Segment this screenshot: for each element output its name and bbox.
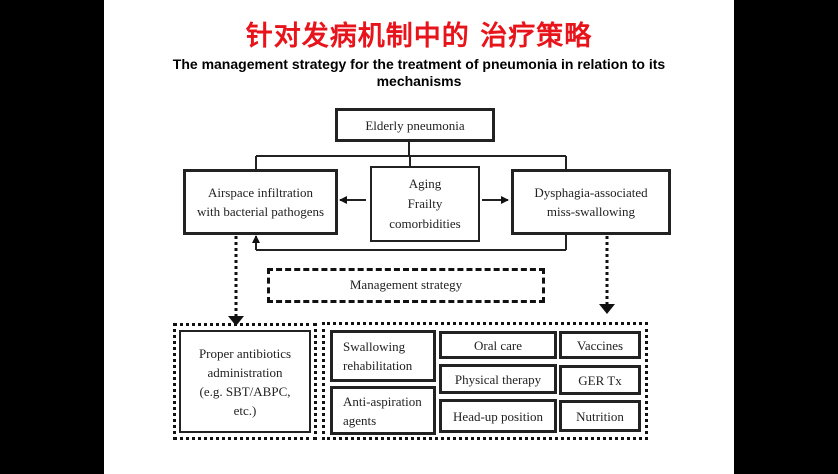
antibiotics-box: Proper antibiotics administration (e.g. … xyxy=(179,330,311,433)
dysphagia-box: Dysphagia-associated miss-swallowing xyxy=(511,169,671,235)
connector-lines xyxy=(228,141,615,326)
aging-frailty-box: Aging Frailty comorbidities xyxy=(370,166,480,242)
slide-subtitle-english: The management strategy for the treatmen… xyxy=(172,56,666,89)
oral-care-box: Oral care xyxy=(439,331,557,359)
elderly-pneumonia-box: Elderly pneumonia xyxy=(335,108,495,142)
airspace-infiltration-box: Airspace infiltration with bacterial pat… xyxy=(183,169,338,235)
ger-tx-box: GER Tx xyxy=(559,365,641,395)
care-group-frame xyxy=(322,322,648,440)
management-strategy-label: Management strategy xyxy=(349,277,463,292)
antibiotics-group-frame xyxy=(173,323,317,440)
swallowing-rehabilitation-box: Swallowing rehabilitation xyxy=(330,330,436,382)
slide: 针对发病机制中的 治疗策略 The management strategy fo… xyxy=(104,0,734,474)
anti-aspiration-box: Anti-aspiration agents xyxy=(330,386,436,435)
management-strategy-frame xyxy=(267,268,545,303)
dotted-arrowhead-left xyxy=(228,316,244,326)
head-up-position-box: Head-up position xyxy=(439,399,557,433)
dotted-arrowhead-right xyxy=(599,304,615,314)
nutrition-box: Nutrition xyxy=(559,400,641,432)
slide-title-chinese: 针对发病机制中的 治疗策略 xyxy=(245,21,593,52)
vaccines-box: Vaccines xyxy=(559,331,641,359)
physical-therapy-box: Physical therapy xyxy=(439,364,557,394)
